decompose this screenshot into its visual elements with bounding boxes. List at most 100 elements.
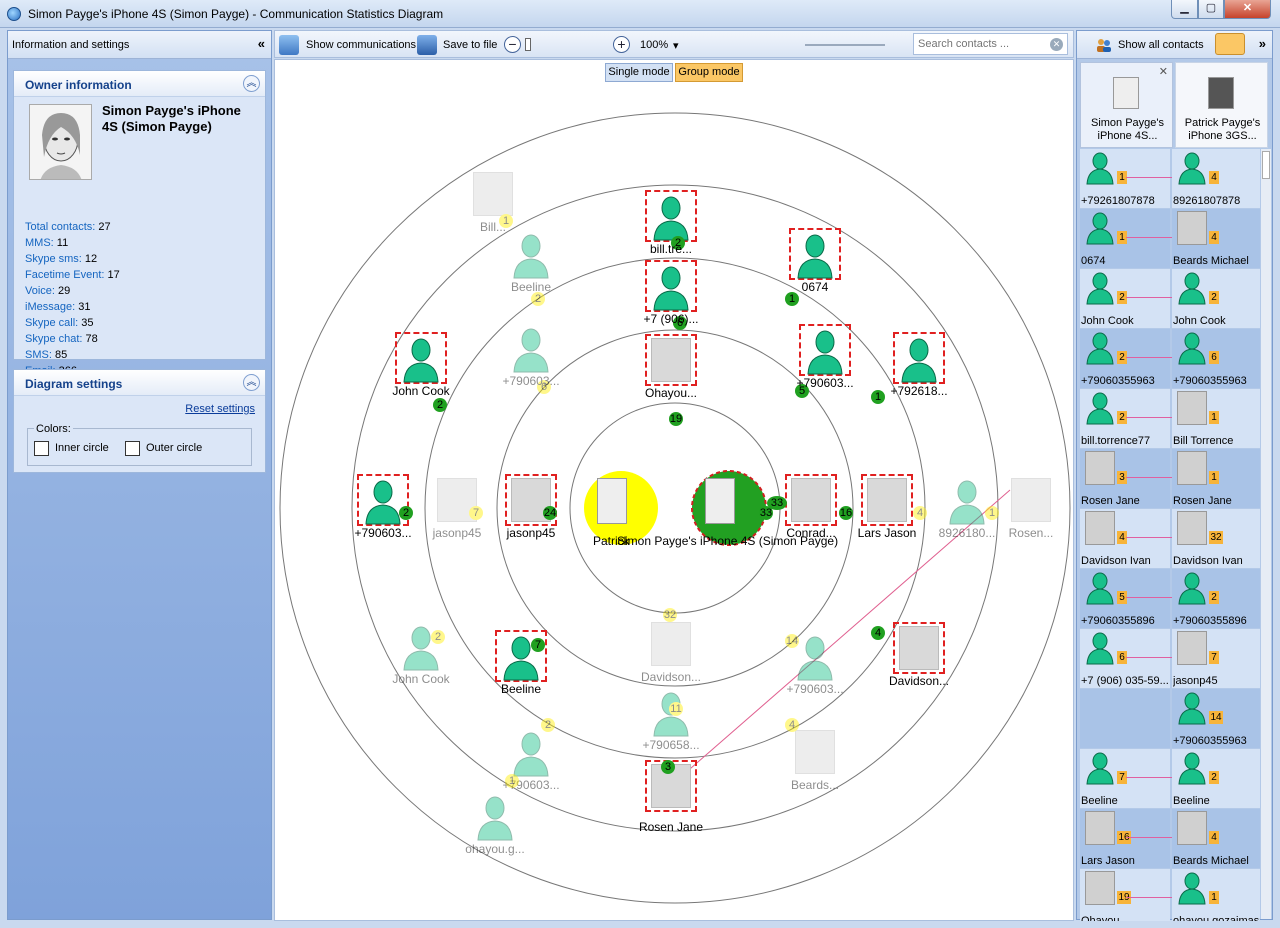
zoom-level[interactable]: 100%	[640, 39, 669, 51]
pair-left-cell[interactable]: 2+79060355963	[1080, 329, 1174, 388]
reset-settings-link[interactable]: Reset settings	[185, 403, 255, 415]
device-patrick[interactable]: Patrick Payge's iPhone 3GS...	[1175, 62, 1268, 148]
contact-pair-row[interactable]: 14+79060355963	[1080, 689, 1260, 749]
search-contacts-input[interactable]	[914, 34, 1042, 54]
contact-node[interactable]: 6+790603...	[501, 322, 561, 394]
outer-circle-checkbox[interactable]	[125, 441, 140, 456]
search-box[interactable]: ✕	[913, 33, 1068, 55]
owner-card-toggle-button[interactable]: ︽	[243, 75, 260, 92]
zoom-slider-track[interactable]	[805, 44, 885, 46]
device-simon[interactable]: ✕ Simon Payge's iPhone 4S...	[1080, 62, 1173, 148]
zoom-in-button[interactable]: +	[613, 36, 630, 53]
zoom-dropdown-icon[interactable]: ▾	[673, 40, 679, 52]
contact-node[interactable]: 2+790603...	[353, 474, 413, 540]
zoom-out-button[interactable]: −	[504, 36, 521, 53]
pair-left-cell[interactable]: 5+79060355896	[1080, 569, 1174, 628]
collapse-left-panel-button[interactable]: «	[257, 36, 265, 51]
pair-left-cell[interactable]: 6+7 (906) 035-59...	[1080, 629, 1174, 688]
maximize-button[interactable]: ▢	[1198, 0, 1224, 19]
contact-node[interactable]: 6+7 (906)...	[641, 260, 701, 330]
clear-search-icon[interactable]: ✕	[1050, 38, 1063, 51]
settings-card-toggle-button[interactable]: ︽	[243, 374, 260, 391]
save-to-file-button[interactable]: Save to file	[443, 39, 498, 51]
contact-node[interactable]: 11+790658...	[641, 686, 701, 752]
pair-left-cell[interactable]: 1+79261807878	[1080, 149, 1174, 208]
show-communications-icon[interactable]	[279, 35, 299, 55]
close-device-icon[interactable]: ✕	[1158, 66, 1168, 78]
contact-node[interactable]: 1+792618...	[871, 332, 949, 404]
pair-right-cell[interactable]: 2+79060355896	[1172, 569, 1260, 628]
minimize-button[interactable]: ▁	[1171, 0, 1198, 19]
contact-node[interactable]: 14+790603...	[785, 630, 845, 696]
close-window-button[interactable]: ✕	[1224, 0, 1271, 19]
pair-count-badge: 5	[1117, 591, 1127, 604]
pair-left-cell[interactable]	[1080, 689, 1170, 748]
pair-right-cell[interactable]: 6+79060355963	[1172, 329, 1260, 388]
group-contacts-button[interactable]	[1215, 33, 1245, 55]
contact-node[interactable]: 5+790603...	[795, 324, 855, 398]
zoom-slider-thumb[interactable]	[525, 38, 531, 51]
group-mode-button[interactable]: Group mode	[675, 63, 743, 82]
show-communications-button[interactable]: Show communications	[306, 39, 417, 51]
show-all-contacts-button[interactable]: Show all contacts	[1118, 39, 1204, 51]
single-mode-button[interactable]: Single mode	[605, 63, 673, 82]
contact-node[interactable]: 2+790603...	[501, 718, 561, 792]
pairs-scrollbar[interactable]	[1261, 149, 1271, 919]
inner-circle-checkbox[interactable]	[34, 441, 49, 456]
pairs-scroll-thumb[interactable]	[1262, 151, 1270, 179]
collapse-right-panel-button[interactable]: »	[1258, 36, 1266, 51]
pair-right-cell[interactable]: 14+79060355963	[1172, 689, 1260, 748]
save-file-icon[interactable]	[417, 35, 437, 55]
